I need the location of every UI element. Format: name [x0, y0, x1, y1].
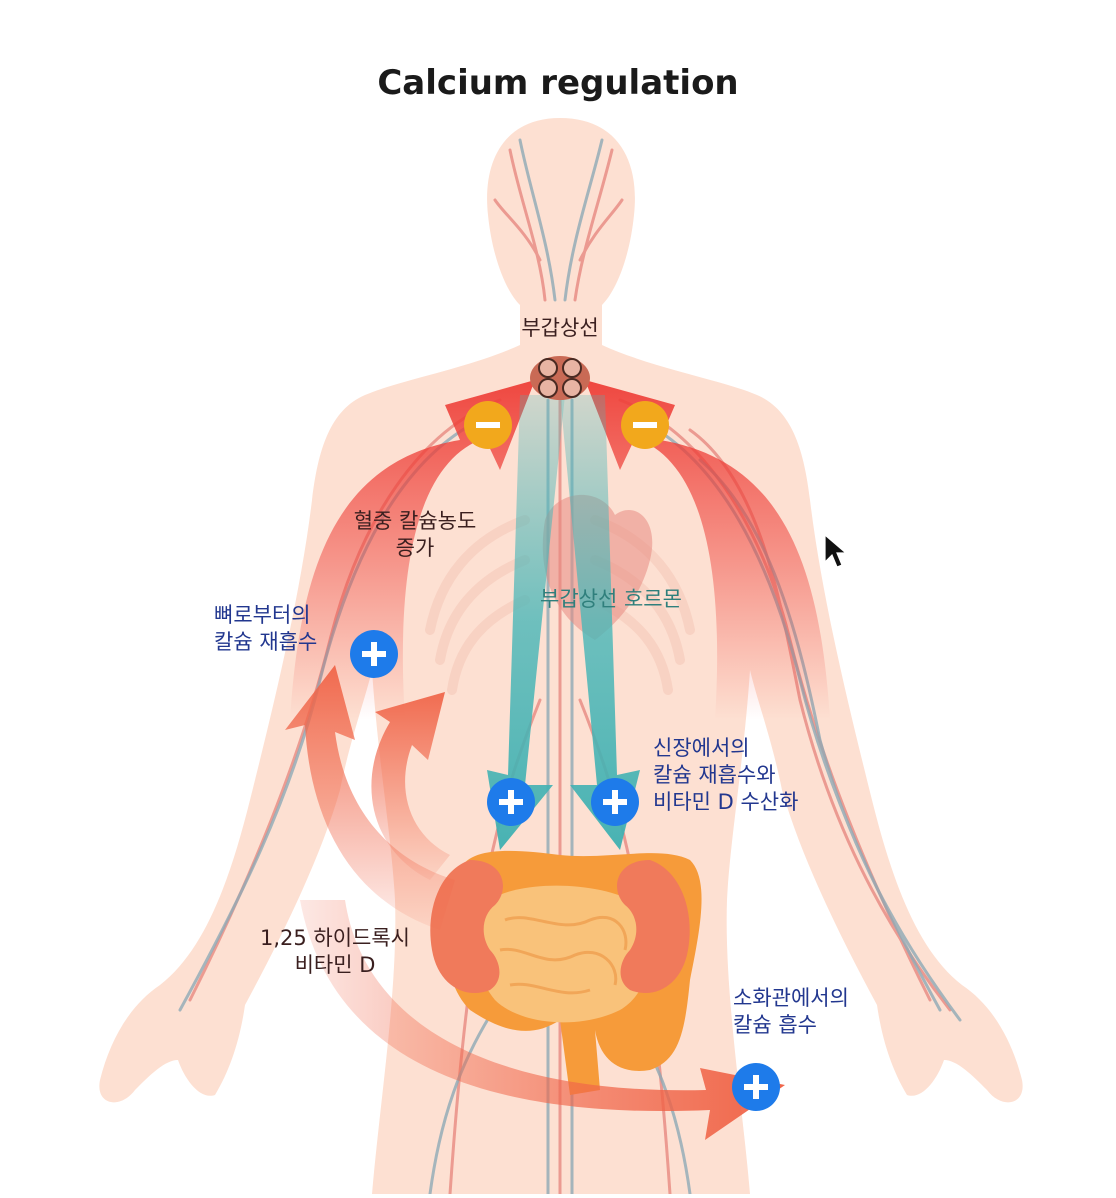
kidney-right	[617, 860, 690, 994]
plus-circle-icon	[591, 778, 639, 826]
label-parathyroid: 부갑상선	[521, 316, 599, 340]
red-arrow-left	[290, 380, 535, 720]
plus-circle-icon	[732, 1063, 780, 1111]
label-vitamin-d: 1,25 하이드록시 비타민 D	[259, 926, 411, 977]
orange-arrow-gut	[300, 900, 785, 1140]
teal-arrow-right	[560, 395, 640, 850]
mouse-cursor-icon	[824, 533, 848, 568]
page-title: Calcium regulation	[377, 63, 739, 103]
plus-circle-icon	[350, 630, 398, 678]
teal-arrow-left	[487, 395, 565, 850]
organs	[430, 850, 702, 1095]
label-blood-calcium: 혈중 칼슘농도 증가	[353, 509, 477, 560]
minus-circle-icon	[464, 401, 512, 449]
label-kidney: 신장에서의 칼슘 재흡수와 비타민 D 수산화	[653, 736, 799, 814]
parathyroid-glands	[530, 356, 590, 400]
orange-arrow-bone-inner	[371, 692, 450, 880]
label-bone-resorption: 뼈로부터의 칼슘 재흡수	[214, 603, 318, 654]
label-gut-absorption: 소화관에서의 칼슘 흡수	[733, 986, 849, 1037]
plus-circle-icon	[487, 778, 535, 826]
label-pth: 부갑상선 호르몬	[540, 587, 682, 611]
minus-circle-icon	[621, 401, 669, 449]
small-intestine	[475, 885, 652, 1023]
red-arrow-right	[585, 380, 830, 720]
